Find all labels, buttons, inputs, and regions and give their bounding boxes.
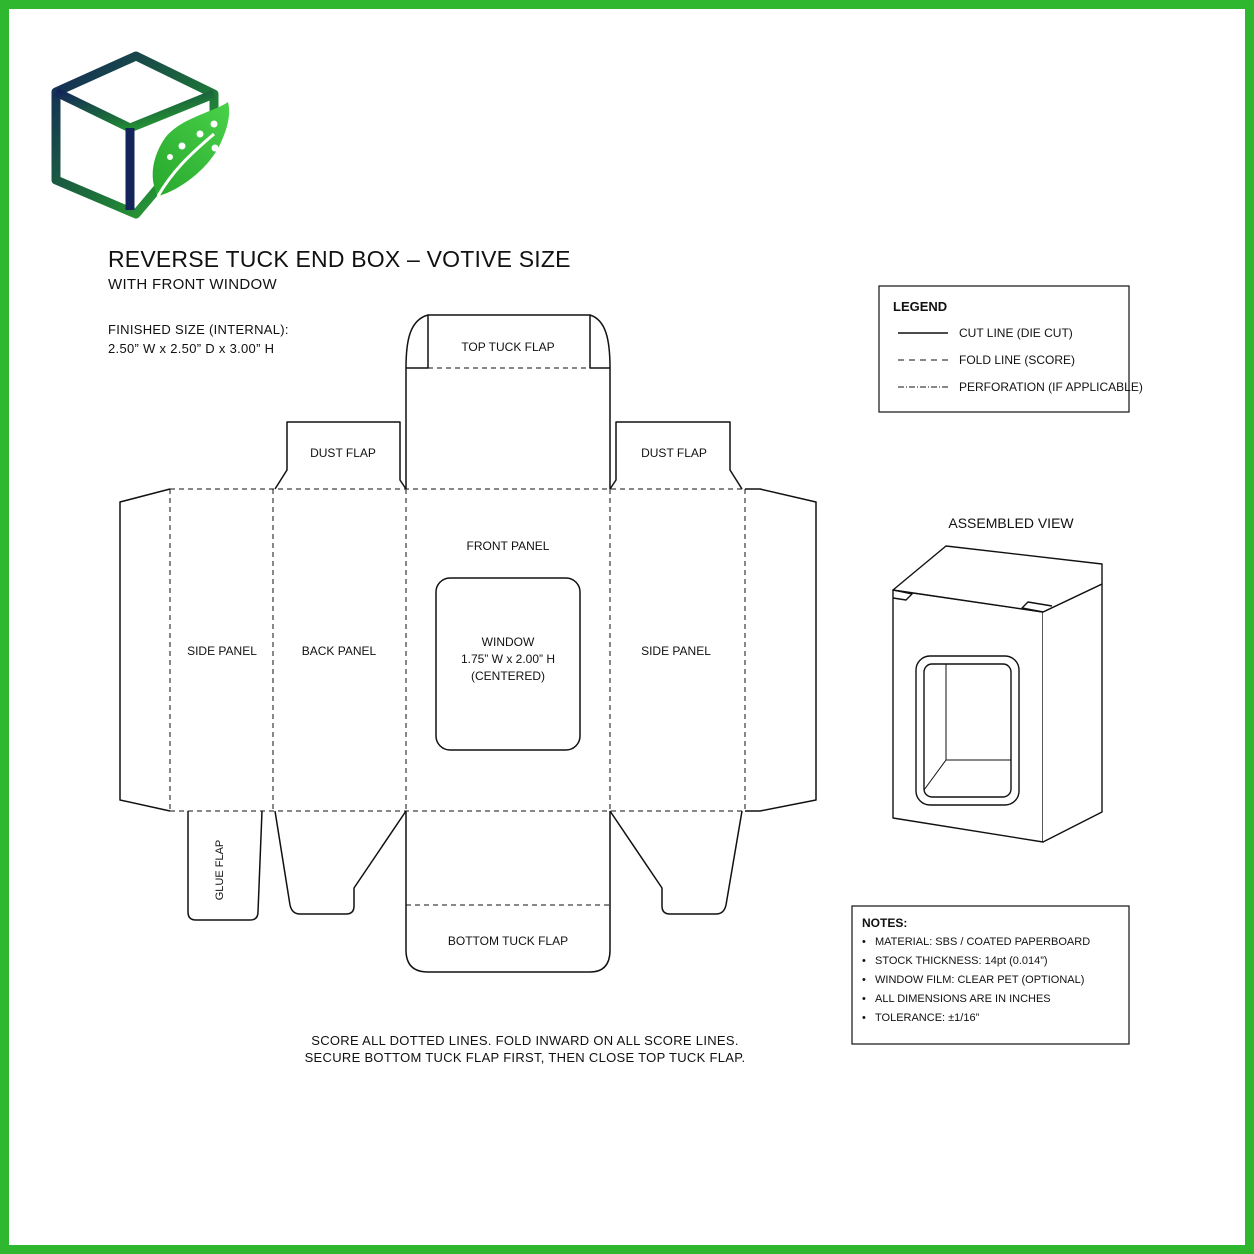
box-leaf-logo-icon <box>51 51 230 219</box>
window-cutout <box>435 577 581 751</box>
note-item: STOCK THICKNESS: 14pt (0.014”) <box>862 955 1048 967</box>
dieline <box>119 314 817 973</box>
top-tuck-flap-curve <box>405 314 611 369</box>
finished-size-label: FINISHED SIZE (INTERNAL): <box>108 322 289 337</box>
glue-flap-label: GLUE FLAP <box>214 839 226 901</box>
assembled-box-illustration <box>892 545 1103 843</box>
side-panel-left-outline <box>119 488 171 812</box>
bottom-tuck-flap-label: BOTTOM TUCK FLAP <box>447 934 569 948</box>
note-item: MATERIAL: SBS / COATED PAPERBOARD <box>862 936 1090 948</box>
window-label-line2: 1.75” W x 2.00” H <box>460 652 556 666</box>
side-panel-left-label: SIDE PANEL <box>187 644 257 658</box>
notes-title: NOTES: <box>862 916 908 930</box>
finished-size-value: 2.50” W x 2.50” D x 3.00” H <box>108 341 275 356</box>
note-item: TOLERANCE: ±1/16” <box>862 1012 979 1024</box>
side-panel-right-label: SIDE PANEL <box>641 644 711 658</box>
dust-flap-right-label: DUST FLAP <box>641 446 707 460</box>
page-title: REVERSE TUCK END BOX – VOTIVE SIZE <box>108 246 571 272</box>
top-tuck-flap-outline <box>405 314 611 489</box>
assembled-view-title: ASSEMBLED VIEW <box>948 515 1074 531</box>
side-panel-right-outline <box>745 488 817 812</box>
front-panel-label: FRONT PANEL <box>466 539 550 553</box>
note-item: ALL DIMENSIONS ARE IN INCHES <box>862 993 1051 1005</box>
instructions-line2: SECURE BOTTOM TUCK FLAP FIRST, THEN CLOS… <box>304 1050 746 1065</box>
dust-flap-left-outline <box>274 421 407 490</box>
legend-item-cut: CUT LINE (DIE CUT) <box>959 326 1073 340</box>
legend-title: LEGEND <box>893 299 948 314</box>
window-label: WINDOW 1.75” W x 2.00” H (CENTERED) <box>461 634 555 685</box>
bottom-dust-right-outline <box>609 810 743 915</box>
glue-flap-outline <box>187 810 263 921</box>
bottom-tuck-flap-outline <box>405 811 611 973</box>
instructions-line1: SCORE ALL DOTTED LINES. FOLD INWARD ON A… <box>311 1033 739 1048</box>
legend-item-perforation: PERFORATION (IF APPLICABLE) <box>959 380 1143 394</box>
legend-box <box>878 285 1130 413</box>
fold-lines <box>169 367 746 906</box>
page-subtitle: WITH FRONT WINDOW <box>108 276 277 293</box>
window-label-line1: WINDOW <box>481 635 535 649</box>
back-panel-label: BACK PANEL <box>301 644 377 658</box>
dust-flap-right-outline <box>609 421 743 490</box>
legend-item-fold: FOLD LINE (SCORE) <box>959 353 1076 367</box>
notes-box <box>851 905 1130 1045</box>
bottom-dust-left-outline <box>274 810 407 915</box>
dust-flap-left-label: DUST FLAP <box>310 446 376 460</box>
top-tuck-flap-label: TOP TUCK FLAP <box>461 340 555 354</box>
window-label-line3: (CENTERED) <box>471 669 545 683</box>
note-item: WINDOW FILM: CLEAR PET (OPTIONAL) <box>862 974 1084 986</box>
